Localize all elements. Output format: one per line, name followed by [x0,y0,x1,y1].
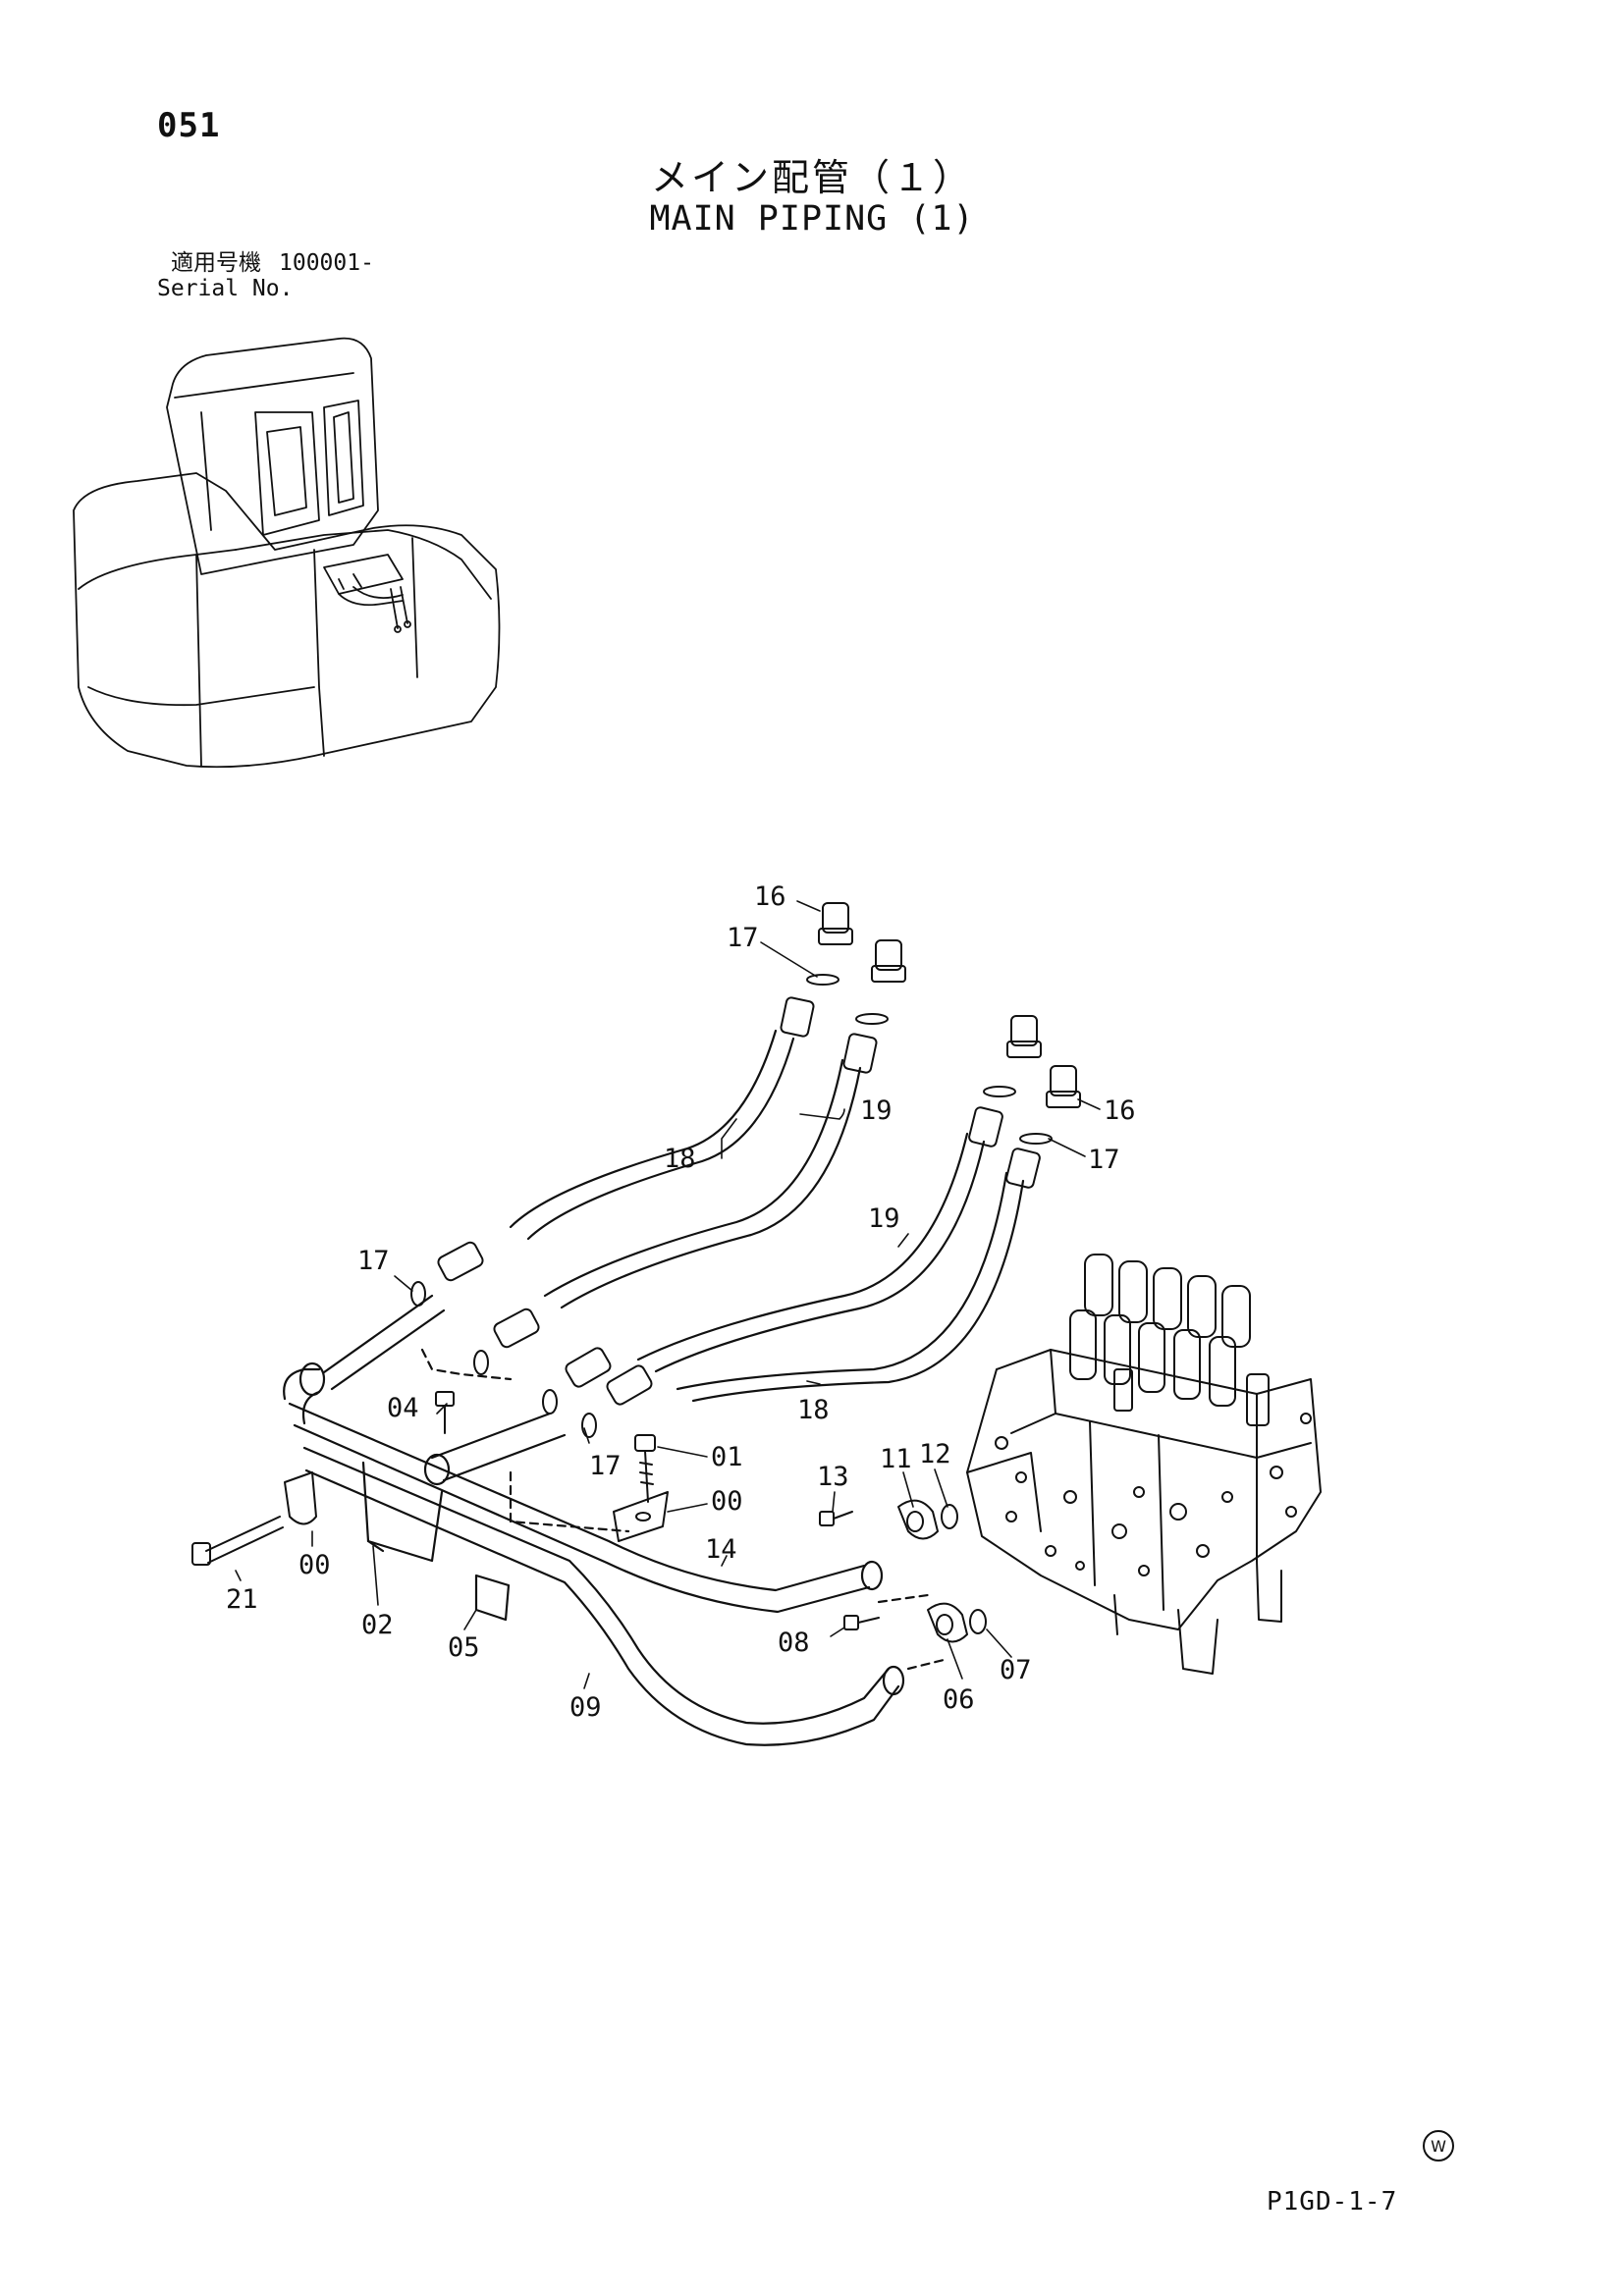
callout-09: 09 [569,1692,602,1723]
serial-label-japanese: 適用号機 [171,250,261,276]
callout-01: 01 [711,1442,743,1472]
callout-08: 08 [778,1628,810,1658]
callout-06: 06 [943,1684,975,1715]
callout-02: 02 [361,1610,394,1640]
callout-13: 13 [817,1462,849,1492]
callout-19: 19 [860,1095,893,1126]
callout-14: 14 [705,1534,737,1565]
serial-number-value: 100001- [279,250,374,276]
callout-00: 00 [711,1486,743,1517]
machine-location-view [73,337,501,769]
callout-17: 17 [357,1246,390,1276]
callout-19: 19 [868,1203,900,1234]
fittings [410,902,1081,1438]
callout-00: 00 [298,1550,331,1580]
callout-12: 12 [919,1439,951,1469]
callout-05: 05 [448,1632,480,1663]
callout-16: 16 [754,881,786,912]
serial-label-english: Serial No. [157,276,294,301]
serial-number-block: 適用号機 100001- Serial No. [157,250,374,301]
steel-pipes [283,1294,949,1746]
callout-labels: 16 17 18 19 16 17 19 17 18 04 17 01 13 1… [226,881,1136,1723]
callout-18: 18 [797,1395,830,1425]
leader-lines [235,900,1101,1689]
document-code: P1GD-1-7 [1267,2187,1398,2216]
callout-17: 17 [589,1451,622,1481]
control-valve [966,1254,1322,1675]
callout-18: 18 [664,1144,696,1174]
page-number: 051 [157,106,221,145]
hoses [509,1029,1025,1403]
page-title-english: MAIN PIPING (1) [649,199,975,239]
callout-17: 17 [727,923,759,953]
callout-11: 11 [880,1444,912,1474]
hardware [191,1391,987,1643]
callout-16: 16 [1104,1095,1136,1126]
callout-07: 07 [1000,1655,1032,1685]
manufacturer-mark-icon: W [1423,2130,1454,2162]
page-title-japanese: メイン配管（１） [650,156,973,199]
callout-17: 17 [1088,1145,1120,1175]
callout-04: 04 [387,1393,419,1423]
callout-21: 21 [226,1584,258,1615]
